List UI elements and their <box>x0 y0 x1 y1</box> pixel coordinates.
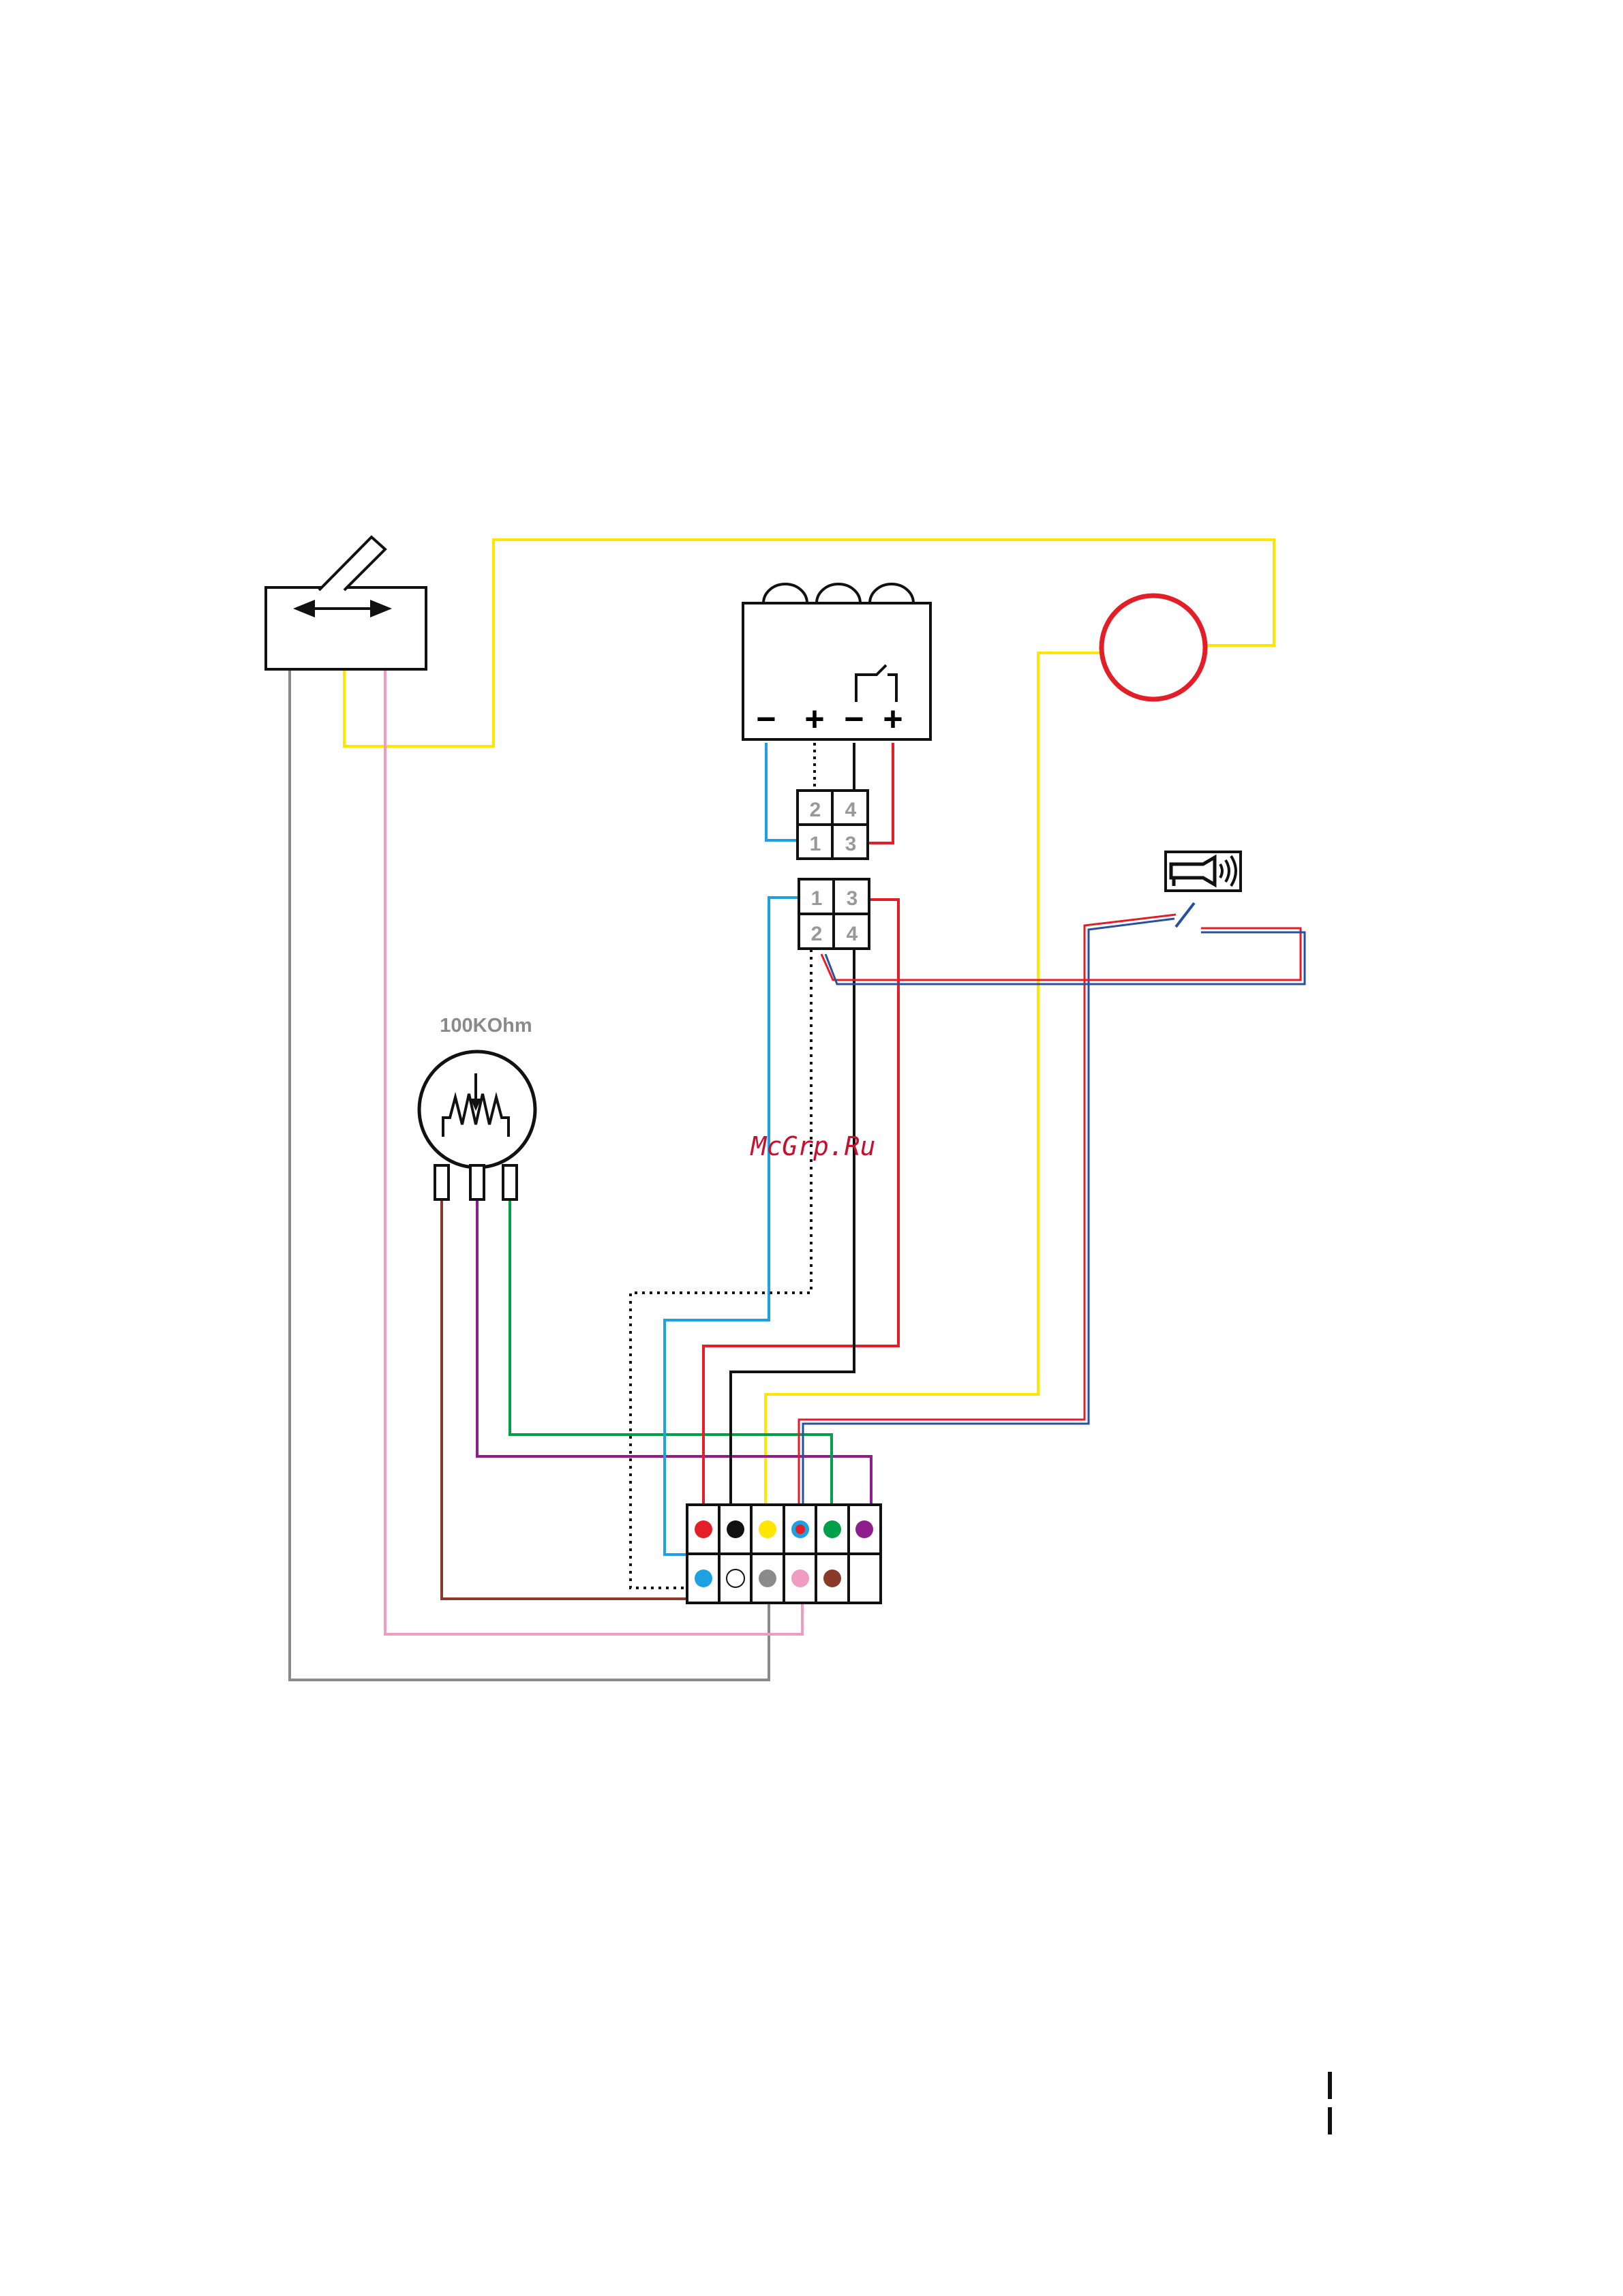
dotted-wire-block <box>631 949 811 1588</box>
relay-terminal-2: + <box>804 700 824 738</box>
connector-upper: 2 4 1 3 <box>798 791 868 859</box>
terminal-bottom-dot-brown <box>823 1570 841 1587</box>
relay-terminal-3: − <box>844 700 864 738</box>
terminal-bottom-dot-white <box>727 1570 744 1587</box>
purple-wire <box>477 1199 871 1505</box>
terminal-top-dot-blue-red-center <box>795 1525 805 1534</box>
green-wire <box>510 1199 832 1505</box>
terminal-bottom-dot-pink <box>791 1570 809 1587</box>
watermark: McGrp.Ru <box>749 1131 875 1161</box>
relay-terminal-1: − <box>756 700 776 738</box>
upper-pin-2: 2 <box>810 799 821 821</box>
lower-pin-2: 2 <box>811 923 823 945</box>
upper-pin-3: 3 <box>845 833 857 855</box>
horn-icon <box>1166 852 1241 891</box>
upper-pin-1: 1 <box>810 833 821 855</box>
twin-wire-horn-red <box>821 928 1301 980</box>
potentiometer-label: 100KOhm <box>440 1015 532 1037</box>
terminal-top-dot-black <box>727 1520 744 1538</box>
lower-pin-4: 4 <box>847 923 858 945</box>
terminal-top-dot-purple <box>855 1520 873 1538</box>
red-wire-relay <box>868 743 893 843</box>
yellow-wire-lamp-block <box>765 653 1099 1505</box>
relay-icon: − + − + <box>743 584 930 739</box>
terminal-top-dot-yellow <box>759 1520 776 1538</box>
black-wire-block <box>731 949 854 1505</box>
lower-pin-1: 1 <box>811 887 823 910</box>
terminal-top-dot-red <box>695 1520 712 1538</box>
twin-wire-blue <box>803 919 1174 1505</box>
red-wire-block <box>703 900 898 1505</box>
terminal-top-dot-green <box>823 1520 841 1538</box>
terminal-bottom-dot-grey <box>759 1570 776 1587</box>
upper-pin-4: 4 <box>845 799 857 821</box>
horn-switch-lever <box>1176 903 1194 927</box>
toggle-switch-icon <box>266 537 426 669</box>
lamp-icon <box>1102 596 1205 699</box>
terminal-block <box>687 1505 881 1603</box>
relay-terminal-4: + <box>883 700 902 738</box>
potentiometer-icon: 100KOhm <box>419 1015 535 1199</box>
terminal-bottom-dot-blue <box>695 1570 712 1587</box>
blue-wire-relay <box>766 743 798 840</box>
lower-pin-3: 3 <box>847 887 858 910</box>
connector-lower: 1 3 2 4 <box>799 879 869 949</box>
